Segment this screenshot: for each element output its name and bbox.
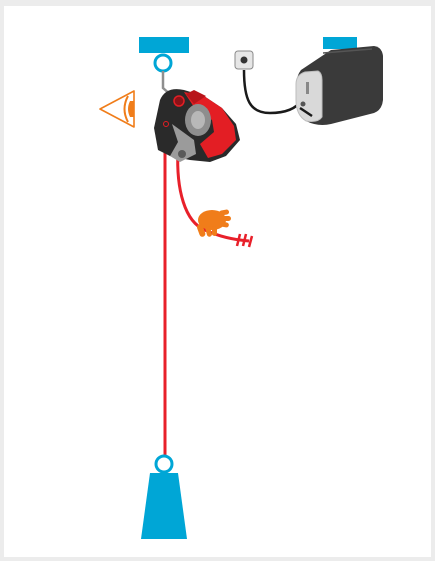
load-ring — [154, 454, 174, 474]
power-unit — [295, 46, 383, 125]
load-weight — [141, 454, 187, 539]
brake-rope — [176, 149, 250, 243]
belay-device — [154, 89, 240, 162]
eye-icon — [99, 90, 135, 128]
power-socket-icon — [234, 50, 254, 70]
device-cable — [299, 106, 313, 118]
device-cam-lever — [170, 124, 196, 162]
brake-rope-end — [235, 233, 254, 248]
hand-icon — [196, 209, 231, 237]
